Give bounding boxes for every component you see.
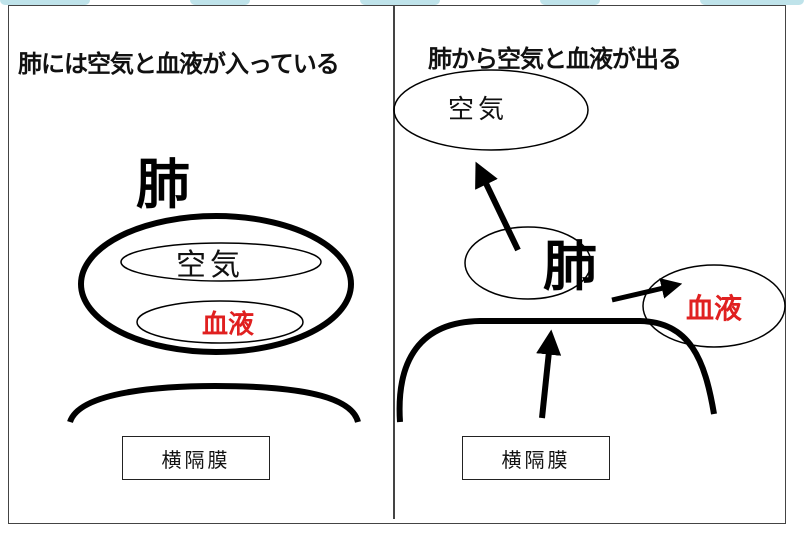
top-decoration-band [0, 0, 804, 5]
lung-outline [78, 213, 354, 355]
air-ellipse [120, 242, 322, 282]
diaphragm-curve [396, 318, 717, 423]
lung-small-ellipse [464, 226, 592, 300]
blood-ellipse [136, 300, 304, 344]
air-out-arrow [475, 161, 521, 252]
air-out-ellipse [393, 69, 589, 151]
diaphragm-push-arrow [536, 329, 562, 419]
diagram-frame [8, 5, 786, 524]
diaphragm-label-box: 横隔膜 [462, 436, 610, 480]
panel-divider [393, 5, 395, 519]
right-caption: 肺から空気と血液が出る [428, 44, 682, 73]
blood-out-arrow [611, 278, 683, 303]
blood-out-label: 血液 [686, 292, 742, 325]
lung-label: 肺 [136, 153, 190, 216]
left-caption: 肺には空気と血液が入っている [18, 49, 340, 78]
diaphragm-label-box: 横隔膜 [122, 436, 270, 480]
lung-label: 肺 [543, 235, 597, 298]
blood-label: 血液 [202, 310, 254, 340]
air-label: 空気 [176, 248, 244, 283]
diaphragm-curve [67, 382, 361, 424]
air-out-label: 空気 [448, 95, 508, 125]
